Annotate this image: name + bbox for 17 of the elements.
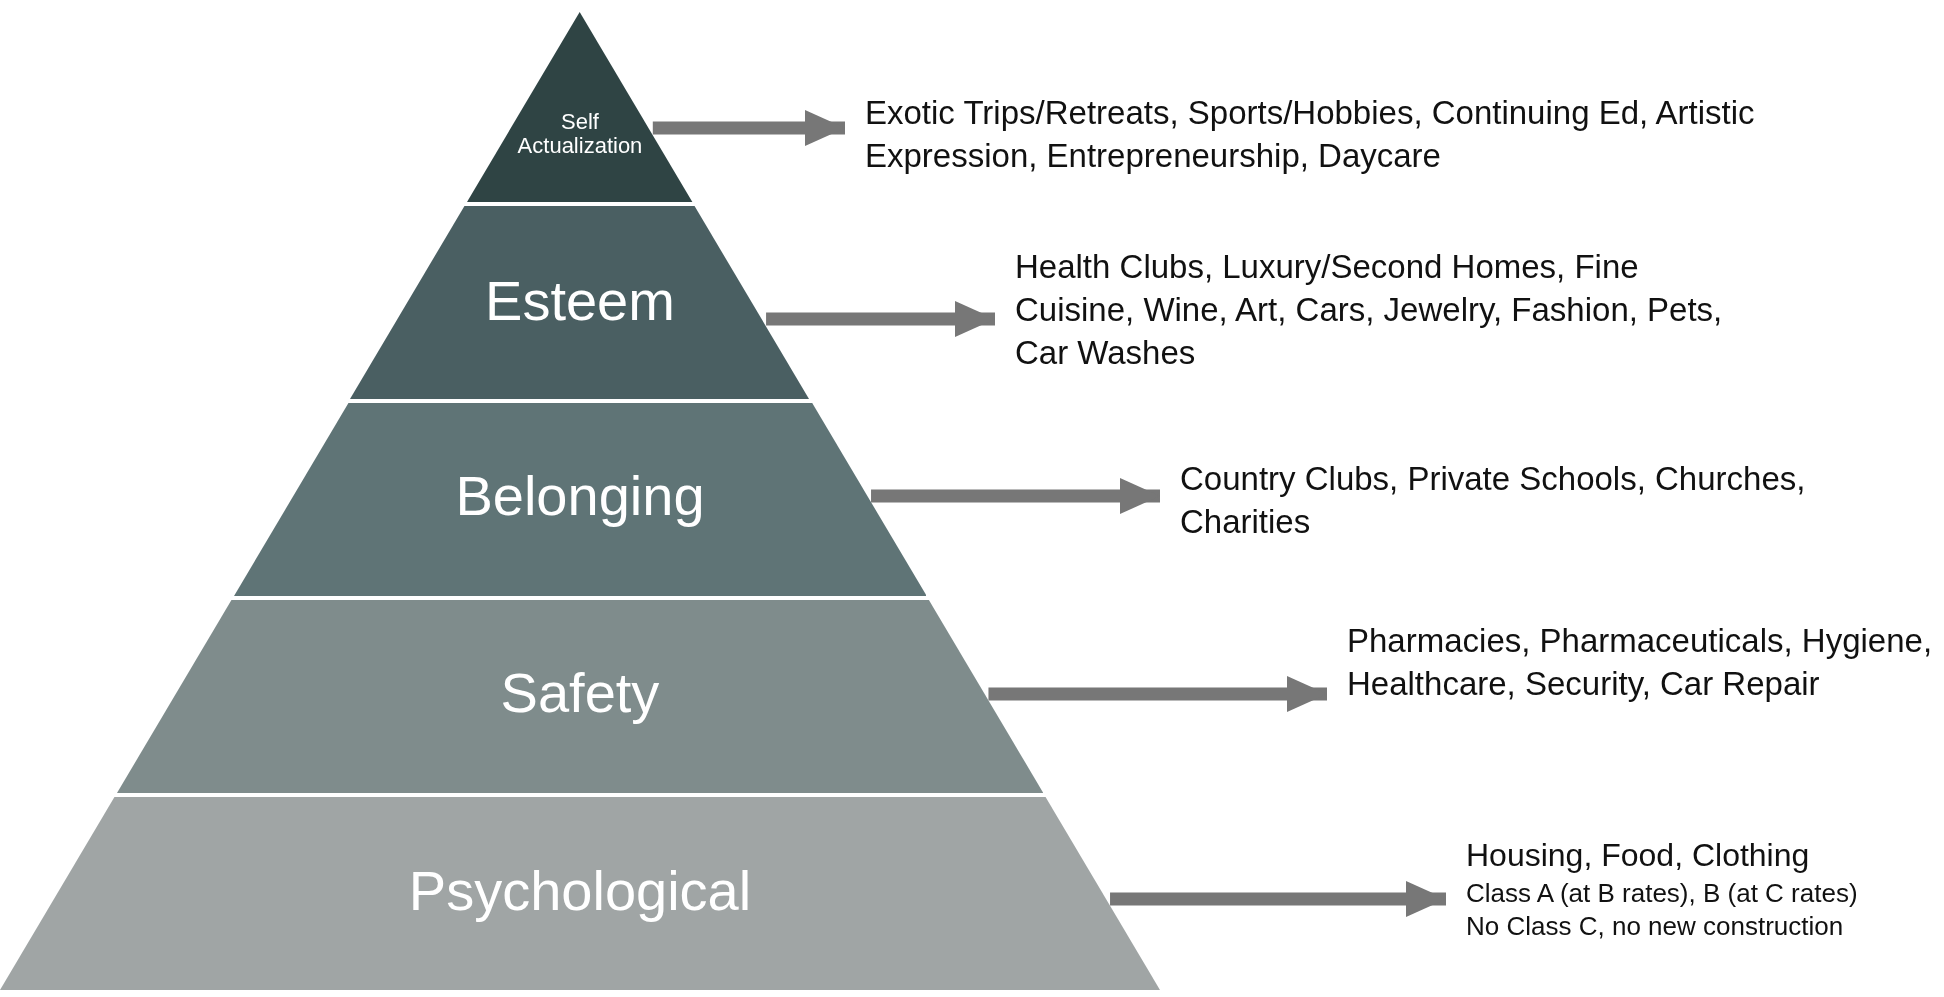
arrow	[652, 110, 845, 146]
item-list: Country Clubs, Private Schools, Churches, Charities	[1180, 458, 1820, 544]
level-label: Belonging	[454, 465, 706, 527]
level-label: Esteem	[484, 270, 676, 332]
arrow	[988, 676, 1327, 712]
item-list: Health Clubs, Luxury/Second Homes, Fine Cuisine, Wine, Art, Cars, Jewelry, Fashion, Pets, Car Washes	[1015, 246, 1735, 375]
arrow	[871, 478, 1160, 514]
level-label: Self Actualization	[516, 110, 644, 159]
item-list: Housing, Food, Clothing	[1466, 835, 1936, 877]
item-list: No Class C, no new construction	[1466, 910, 1936, 945]
level-label: Safety	[499, 662, 661, 724]
item-list: Class A (at B rates), B (at C rates)	[1466, 876, 1936, 911]
item-list: Pharmacies, Pharmaceuticals, Hygiene, Healthcare, Security, Car Repair	[1347, 620, 1937, 706]
arrow	[1110, 881, 1446, 917]
level-label: Psychological	[407, 860, 753, 922]
item-list: Exotic Trips/Retreats, Sports/Hobbies, Continuing Ed, Artistic Expression, Entrepreneurship, Daycare	[865, 92, 1825, 178]
arrow	[766, 301, 995, 337]
